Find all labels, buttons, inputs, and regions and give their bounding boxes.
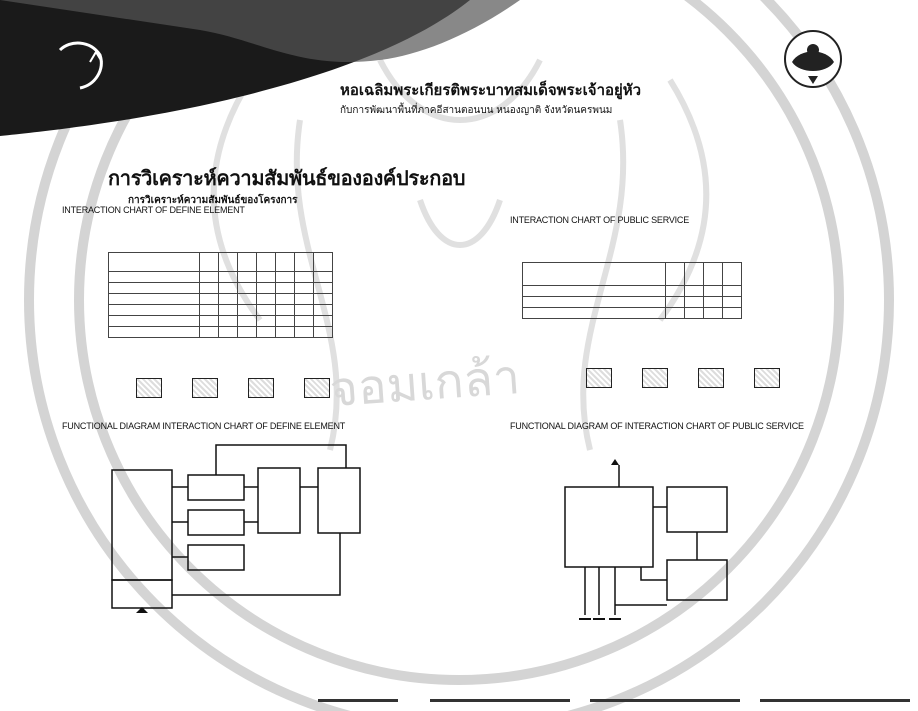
right-diagram-caption: FUNCTIONAL DIAGRAM OF INTERACTION CHART … — [510, 421, 804, 431]
left-matrix-caption: INTERACTION CHART OF DEFINE ELEMENT — [62, 205, 245, 215]
legend-thumbnail-icon — [754, 368, 780, 388]
right-interaction-matrix — [522, 262, 742, 319]
left-legend-icons — [136, 378, 330, 398]
royal-emblem-icon — [782, 28, 844, 90]
footer-rule — [430, 699, 570, 702]
page-title: การวิเคราะห์ความสัมพันธ์ขององค์ประกอบ — [108, 162, 465, 194]
diagram-block — [667, 487, 727, 532]
legend-thumbnail-icon — [586, 368, 612, 388]
diagram-block — [318, 468, 360, 533]
header-title: หอเฉลิมพระเกียรติพระบาทสมเด็จพระเจ้าอยู่… — [340, 78, 641, 102]
diagram-block — [112, 580, 172, 608]
diagram-block — [258, 468, 300, 533]
diagram-block — [565, 487, 653, 567]
right-matrix-caption: INTERACTION CHART OF PUBLIC SERVICE — [510, 215, 689, 225]
footer-rule — [590, 699, 740, 702]
legend-thumbnail-icon — [192, 378, 218, 398]
diagram-block — [667, 560, 727, 600]
header-subtitle: กับการพัฒนาพื้นที่ภาคอีสานตอนบน หนองญาติ… — [340, 103, 612, 118]
left-interaction-matrix — [108, 252, 333, 338]
legend-thumbnail-icon — [248, 378, 274, 398]
diagram-block — [112, 470, 172, 580]
header-banner — [0, 0, 918, 140]
legend-thumbnail-icon — [642, 368, 668, 388]
footer-rule — [760, 699, 910, 702]
diagram-block — [188, 545, 244, 570]
footer-rule — [318, 699, 398, 702]
diagram-block — [188, 510, 244, 535]
right-legend-icons — [586, 368, 780, 388]
left-diagram-caption: FUNCTIONAL DIAGRAM INTERACTION CHART OF … — [62, 421, 345, 431]
left-functional-diagram — [100, 435, 380, 625]
legend-thumbnail-icon — [304, 378, 330, 398]
diagram-block — [188, 475, 244, 500]
svg-text:จอมเกล้า: จอมเกล้า — [328, 351, 522, 417]
legend-thumbnail-icon — [136, 378, 162, 398]
right-functional-diagram — [555, 455, 755, 630]
legend-thumbnail-icon — [698, 368, 724, 388]
